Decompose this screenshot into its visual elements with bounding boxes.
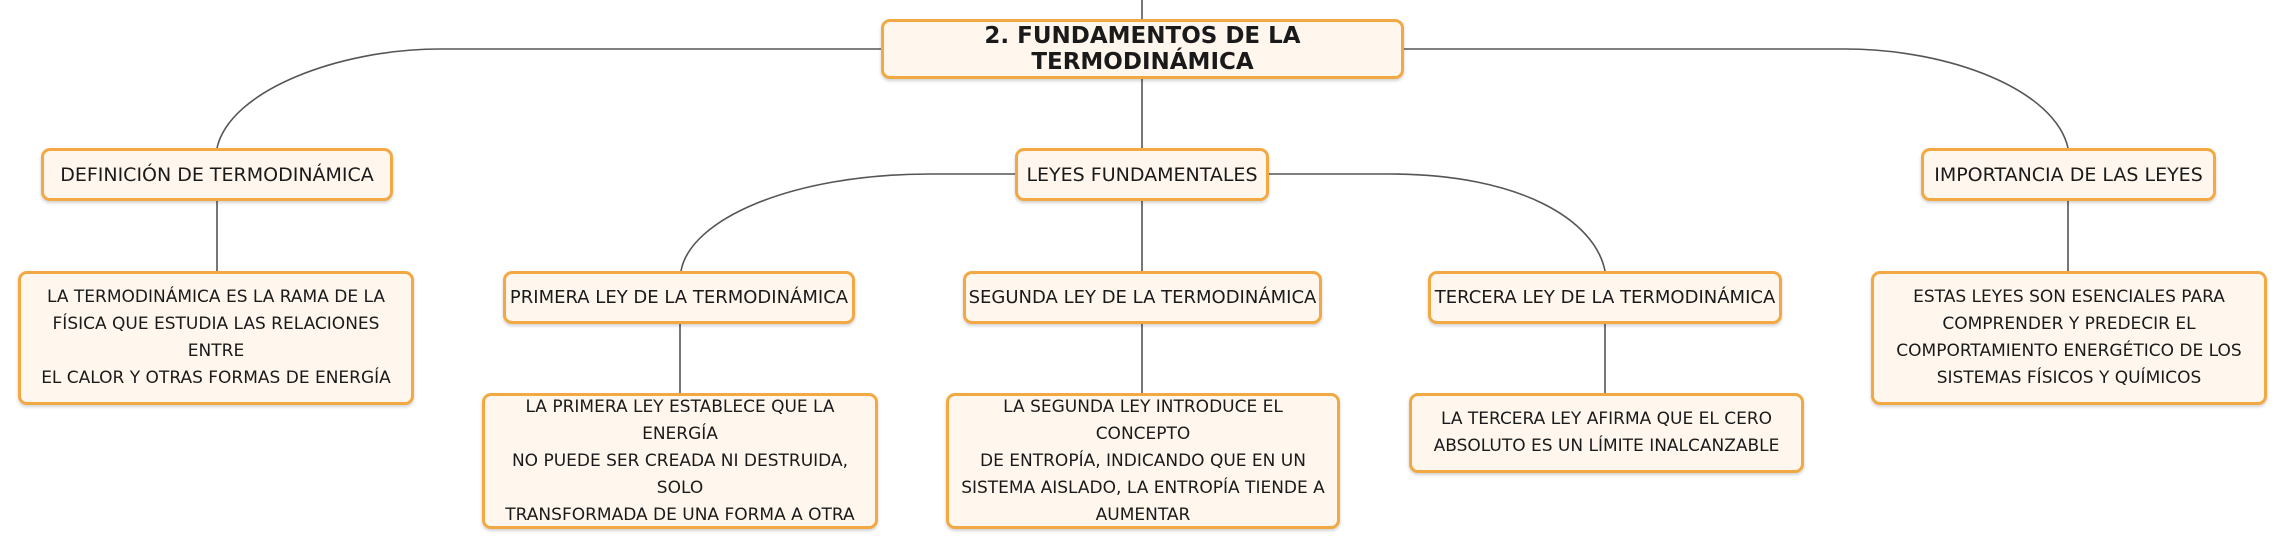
second-law-text-node: LA SEGUNDA LEY INTRODUCE EL CONCEPTO DE … (946, 393, 1340, 529)
second-law-text: LA SEGUNDA LEY INTRODUCE EL CONCEPTO DE … (957, 394, 1329, 529)
importance-text-line: COMPORTAMIENTO ENERGÉTICO DE LOS (1896, 341, 2242, 361)
second-law-node[interactable]: SEGUNDA LEY DE LA TERMODINÁMICA (963, 271, 1322, 324)
connector-root-to-definition (216, 48, 882, 149)
first-law-text-line: TRANSFORMADA DE UNA FORMA A OTRA (505, 504, 855, 525)
definition-node[interactable]: DEFINICIÓN DE TERMODINÁMICA (41, 148, 393, 201)
definition-text-line: LA TERMODINÁMICA ES LA RAMA DE LA (47, 287, 385, 307)
third-law-text-line: LA TERCERA LEY AFIRMA QUE EL CERO (1440, 409, 1773, 429)
laws-node[interactable]: LEYES FUNDAMENTALES (1015, 148, 1269, 201)
second-law-text-line: LA SEGUNDA LEY INTRODUCE EL CONCEPTO (1003, 396, 1283, 444)
importance-text-line: ESTAS LEYES SON ESENCIALES PARA (1913, 287, 2225, 307)
connector-laws-to-third (1268, 173, 1606, 272)
second-law-text-line: SISTEMA AISLADO, LA ENTROPÍA TIENDE A (961, 477, 1325, 498)
connector-root-to-importance (1402, 48, 2069, 149)
importance-text-node: ESTAS LEYES SON ESENCIALES PARA COMPREND… (1871, 271, 2267, 405)
definition-text-line: EL CALOR Y OTRAS FORMAS DE ENERGÍA (41, 368, 391, 388)
second-law-label: SEGUNDA LEY DE LA TERMODINÁMICA (968, 287, 1317, 308)
first-law-text-line: NO PUEDE SER CREADA NI DESTRUIDA, SOLO (511, 450, 849, 498)
definition-text-line: FÍSICA QUE ESTUDIA LAS RELACIONES ENTRE (52, 314, 380, 361)
importance-text-line: COMPRENDER Y PREDECIR EL (1942, 314, 2196, 334)
first-law-text-line: LA PRIMERA LEY ESTABLECE QUE LA ENERGÍA (525, 396, 835, 444)
first-law-label: PRIMERA LEY DE LA TERMODINÁMICA (509, 287, 849, 308)
importance-text-line: SISTEMAS FÍSICOS Y QUÍMICOS (1936, 368, 2202, 388)
definition-text-node: LA TERMODINÁMICA ES LA RAMA DE LA FÍSICA… (18, 271, 414, 405)
third-law-label: TERCERA LEY DE LA TERMODINÁMICA (1434, 287, 1776, 308)
importance-node[interactable]: IMPORTANCIA DE LAS LEYES (1921, 148, 2216, 201)
definition-label: DEFINICIÓN DE TERMODINÁMICA (60, 163, 374, 186)
laws-label: LEYES FUNDAMENTALES (1026, 163, 1258, 186)
third-law-text: LA TERCERA LEY AFIRMA QUE EL CERO ABSOLU… (1434, 406, 1780, 460)
third-law-node[interactable]: TERCERA LEY DE LA TERMODINÁMICA (1428, 271, 1782, 324)
importance-text: ESTAS LEYES SON ESENCIALES PARA COMPREND… (1896, 284, 2241, 392)
first-law-text-node: LA PRIMERA LEY ESTABLECE QUE LA ENERGÍA … (482, 393, 878, 529)
first-law-node[interactable]: PRIMERA LEY DE LA TERMODINÁMICA (503, 271, 855, 324)
root-title: 2. FUNDAMENTOS DE LA TERMODINÁMICA (984, 23, 1301, 75)
second-law-text-line: DE ENTROPÍA, INDICANDO QUE EN UN (980, 450, 1306, 471)
importance-label: IMPORTANCIA DE LAS LEYES (1934, 163, 2203, 186)
third-law-text-node: LA TERCERA LEY AFIRMA QUE EL CERO ABSOLU… (1409, 393, 1804, 473)
connector-laws-to-first (680, 173, 1016, 272)
second-law-text-line: AUMENTAR (1095, 504, 1191, 525)
third-law-text-line: ABSOLUTO ES UN LÍMITE INALCANZABLE (1433, 436, 1780, 456)
definition-text: LA TERMODINÁMICA ES LA RAMA DE LA FÍSICA… (29, 284, 403, 392)
first-law-text: LA PRIMERA LEY ESTABLECE QUE LA ENERGÍA … (493, 394, 867, 529)
root-node[interactable]: 2. FUNDAMENTOS DE LA TERMODINÁMICA (881, 19, 1404, 79)
